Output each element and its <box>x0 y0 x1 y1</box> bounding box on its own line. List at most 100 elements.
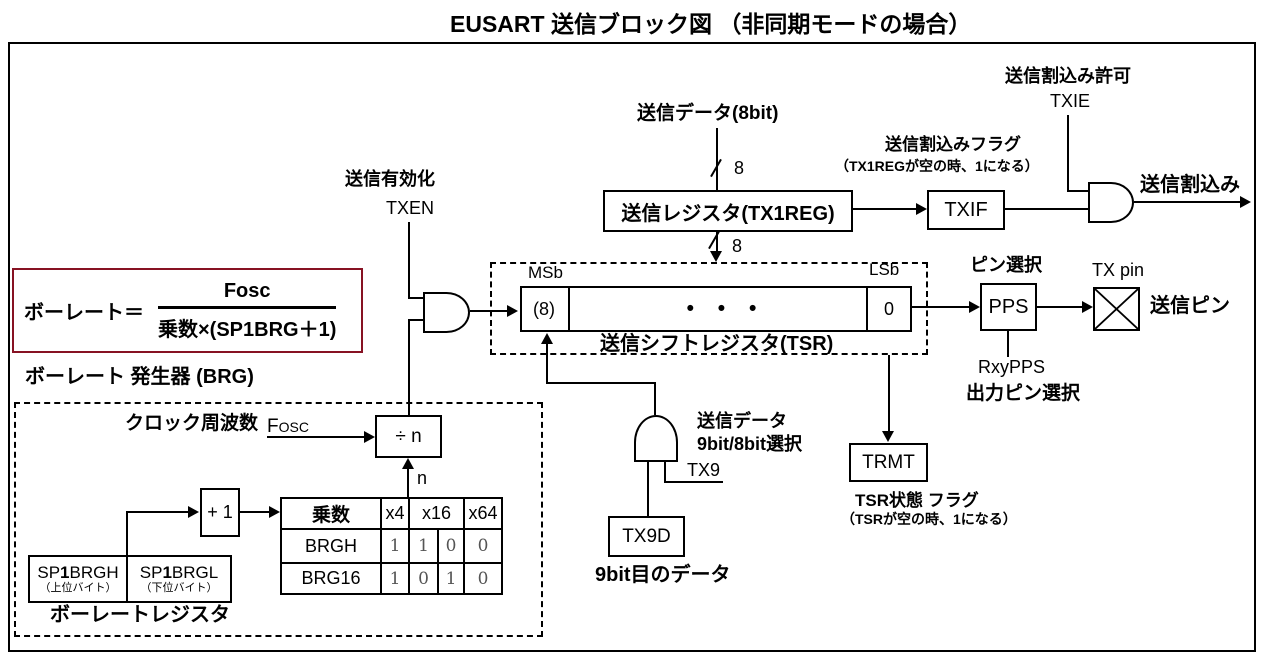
sp1brgh-box: SP1BRGH （上位バイト） <box>28 555 128 603</box>
wire-ninth-v1 <box>546 344 548 384</box>
trmt-note: （TSRが空の時、1になる） <box>841 511 1017 527</box>
output-pin-select-label: 出力ピン選択 <box>966 383 1081 404</box>
arrow-into-txif <box>916 203 927 215</box>
tx1reg-box: 送信レジスタ(TX1REG) <box>603 190 853 232</box>
divide-n-box: ÷ n <box>375 415 442 458</box>
tx-enable-title: 送信有効化 <box>345 169 435 189</box>
sp1brgl-sub: （下位バイト） <box>140 582 218 595</box>
n-label: n <box>417 468 428 488</box>
txie-label: TXIE <box>1050 91 1091 111</box>
multiplier-table: 乗数 x4 x16 x64 BRGH 1 1 0 0 BRG16 1 0 1 0 <box>280 497 503 595</box>
and-gate-ninth-bit <box>634 415 678 462</box>
wire-gate-to-tsr <box>470 310 507 312</box>
txif-box: TXIF <box>927 190 1005 230</box>
wire-baud-into-gate <box>408 319 425 321</box>
wire-table-to-divn <box>407 469 409 497</box>
pps-box: PPS <box>980 283 1037 331</box>
sp1brgl-box: SP1BRGL （下位バイト） <box>126 555 232 603</box>
sp1brgl-post: BRGL <box>171 562 219 582</box>
clock-freq-label: クロック周波数 <box>125 413 259 434</box>
wire-ninth-h <box>546 382 656 384</box>
wire-txie-down <box>1067 115 1069 192</box>
tx-pin-label: 送信ピン <box>1150 295 1230 317</box>
baudrate-registers-caption: ボーレートレジスタ <box>50 604 230 626</box>
arrow-down-into-tsr <box>710 251 722 262</box>
arrow-into-pps <box>969 301 980 313</box>
sp1brgl-bold: 1 <box>162 562 172 582</box>
arrow-n-into-divn <box>402 458 414 469</box>
table-cell: 1 <box>380 562 408 593</box>
table-cell: 1 <box>408 528 437 562</box>
trmt-box: TRMT <box>849 443 928 482</box>
wire-txreg-to-txif <box>853 208 917 210</box>
wire-tsr-to-pps <box>912 306 969 308</box>
table-header-x64: x64 <box>463 499 501 528</box>
bus-width-top: 8 <box>734 158 745 178</box>
arrow-into-trmt <box>882 431 894 442</box>
msb-label: MSb <box>528 263 563 282</box>
wire-tsr-to-trmt <box>888 355 890 431</box>
table-cell: 1 <box>380 528 408 562</box>
wire-tx9-h <box>664 481 723 483</box>
baud-formula-box: ボーレート＝ Fosc 乗数×(SP1BRG＋1) <box>12 268 363 353</box>
brg-title: ボーレート 発生器 (BRG) <box>25 366 254 388</box>
tsr-lsb-cell: 0 <box>883 298 894 319</box>
ninth-select-line1: 送信データ <box>697 411 787 431</box>
txen-label: TXEN <box>386 198 435 218</box>
arrow-interrupt-out <box>1240 196 1251 208</box>
fosc-label: FOSC <box>267 416 309 438</box>
wire-fosc-to-divn <box>267 436 364 438</box>
table-cell: 0 <box>463 562 501 593</box>
tx9-label: TX9 <box>687 460 721 480</box>
and-gate-enable <box>423 292 470 333</box>
tx-int-flag-note: （TX1REGが空の時、1になる） <box>835 158 1039 174</box>
formula-lhs: ボーレート＝ <box>24 302 144 324</box>
tsr-cell-divider-left <box>568 286 570 332</box>
ninth-bit-caption: 9bit目のデータ <box>595 564 731 586</box>
brg-dashed-box <box>14 402 543 637</box>
tx-pin-title: TX pin <box>1092 260 1145 280</box>
trmt-title: TSR状態 フラグ <box>855 491 979 510</box>
tsr-cell-divider-right <box>866 286 868 332</box>
tsr-register <box>520 286 912 332</box>
wire-spbrg-up <box>126 513 128 555</box>
fosc-f: F <box>267 416 279 437</box>
tx-pin-box <box>1093 287 1140 331</box>
sp1brgh-pre: SP <box>37 562 61 582</box>
tx-data-label: 送信データ(8bit) <box>637 103 779 124</box>
table-cell: 0 <box>463 528 501 562</box>
x-cross-icon <box>1095 289 1138 329</box>
tx9d-box: TX9D <box>608 516 685 557</box>
bus-width-bottom: 8 <box>732 236 743 256</box>
sp1brgl-pre: SP <box>139 562 163 582</box>
wire-txreg-to-tsr <box>716 232 718 252</box>
tsr-dashed-box <box>490 262 928 355</box>
tsr-dots: • • • <box>686 297 766 320</box>
table-header-x4: x4 <box>380 499 408 528</box>
sp1brgh-name: SP1BRGH <box>37 562 119 583</box>
tsr-msb-cell: (8) <box>533 298 555 319</box>
wire-txdata-bus <box>716 128 718 190</box>
wire-baud-up <box>408 320 410 415</box>
formula-denominator: 乗数×(SP1BRG＋1) <box>158 305 337 342</box>
tx-int-flag-title: 送信割込みフラグ <box>885 135 1021 154</box>
wire-tx9-v <box>664 462 666 483</box>
rxypps-label: RxyPPS <box>978 357 1046 377</box>
formula-fraction: Fosc 乗数×(SP1BRG＋1) <box>158 279 337 342</box>
wire-pps-to-pin <box>1037 306 1083 308</box>
wire-txif-to-gate <box>1005 208 1088 210</box>
arrow-ninth-into-tsr <box>541 333 553 344</box>
page-title: EUSART 送信ブロック図 （非同期モードの場合） <box>450 11 972 37</box>
table-cell: 0 <box>437 528 463 562</box>
formula-numerator: Fosc <box>223 279 271 302</box>
sp1brgh-sub: （上位バイト） <box>39 582 117 595</box>
table-cell: 0 <box>408 562 437 593</box>
sp1brgh-bold: 1 <box>60 562 70 582</box>
sp1brgh-post: BRGH <box>69 562 119 582</box>
table-header-mult: 乗数 <box>311 505 350 526</box>
wire-plus1-to-table <box>240 511 269 513</box>
arrow-into-table <box>269 506 280 518</box>
fosc-sub: OSC <box>278 419 309 435</box>
tx-int-enable-title: 送信割込み許可 <box>1005 66 1131 86</box>
